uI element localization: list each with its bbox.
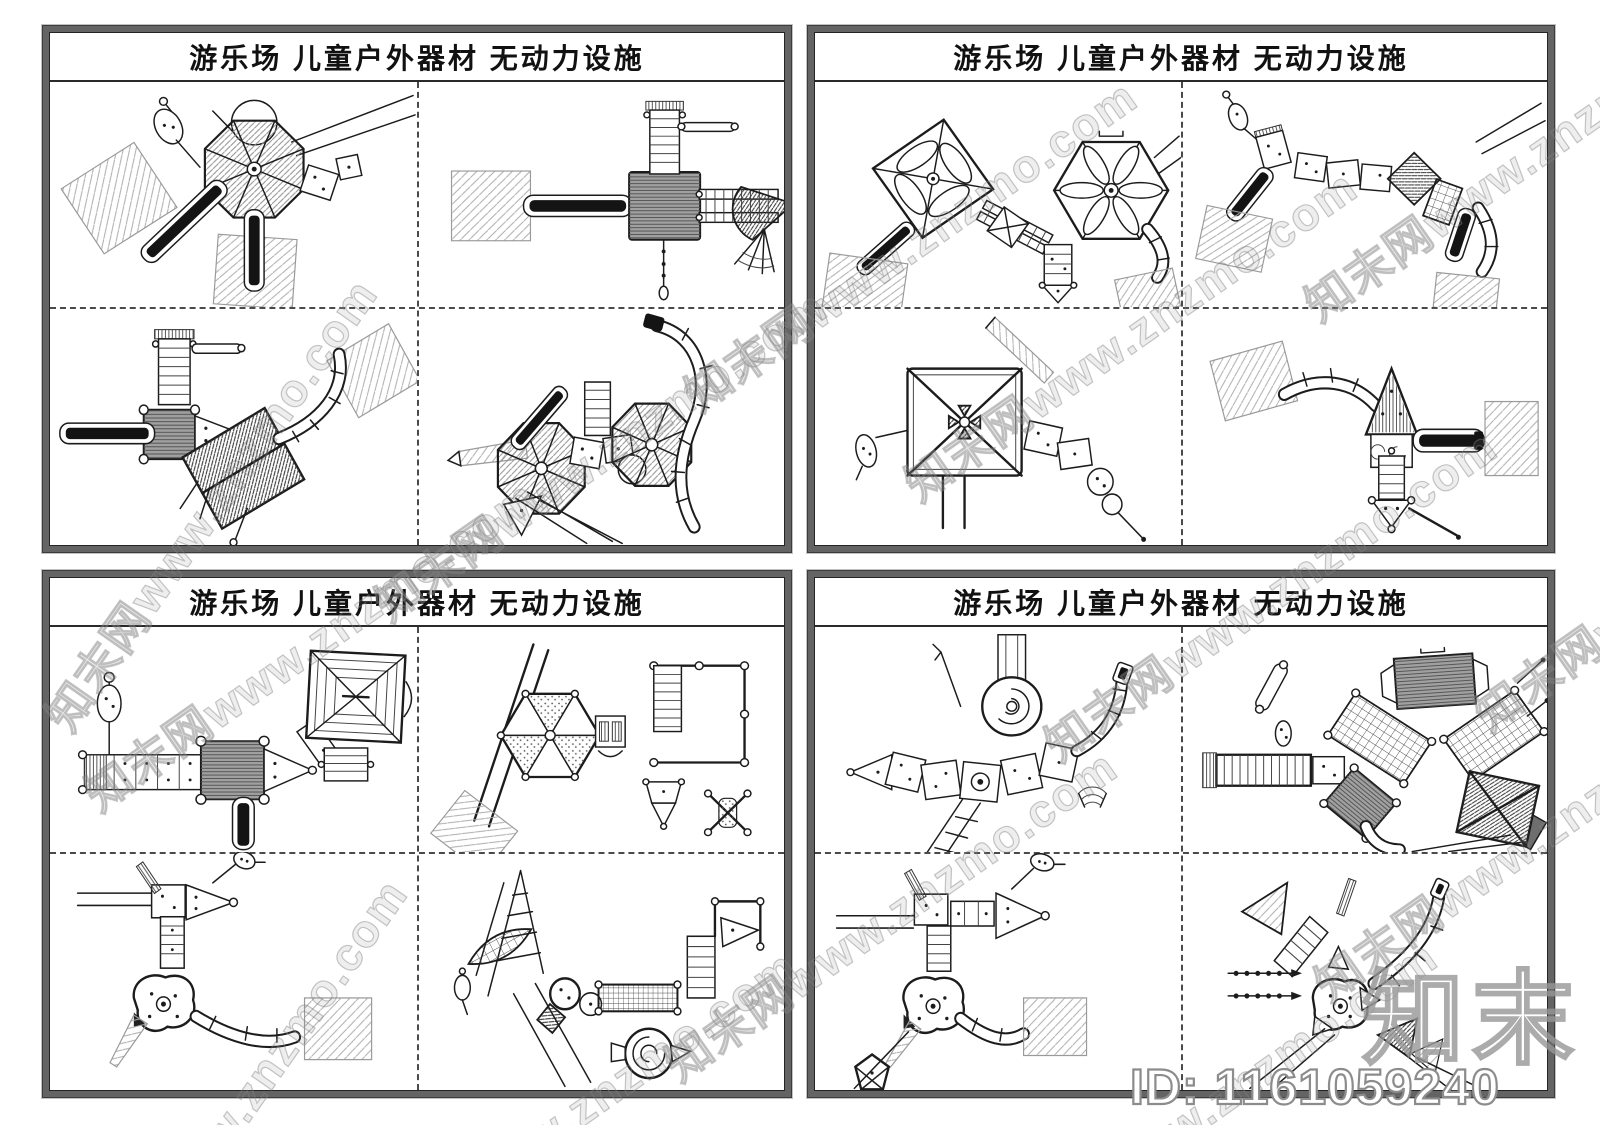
drawing-area: [815, 627, 1547, 1090]
panel-top-right: 游乐场 儿童户外器材 无动力设施: [807, 25, 1555, 553]
drawing-area: [50, 82, 784, 545]
equipment-drawing-deck-tower-pyramid-roof: [59, 322, 417, 545]
equipment-drawing-nautilus-spiral-panels: [846, 634, 1134, 852]
panel-frame: 游乐场 儿童户外器材 无动力设施: [49, 577, 785, 1091]
dashed-divider-vertical: [417, 82, 419, 545]
panel-title: 游乐场 儿童户外器材 无动力设施: [50, 33, 784, 82]
equipment-drawing-arrow-tower-pentagon-pod: [835, 852, 1088, 1090]
dashed-divider-vertical: [1181, 82, 1183, 545]
equipment-drawing-deck-walkway-concentric-roof: [77, 649, 413, 851]
panel-frame: 游乐场 儿童户外器材 无动力设施: [49, 32, 785, 546]
equipment-drawing-arrow-tower-tube-to-mat: [76, 851, 373, 1068]
panel-title: 游乐场 儿童户外器材 无动力设施: [815, 578, 1547, 627]
equipment-drawing-net-mast-spiral-slide: [453, 869, 765, 1087]
dashed-divider-horizontal: [815, 851, 1547, 854]
dashed-divider-horizontal: [50, 851, 784, 854]
equipment-drawing-xbrace-shade-sail: [855, 315, 1147, 542]
panel-bottom-left: 游乐场 儿童户外器材 无动力设施: [42, 570, 792, 1098]
dashed-divider-horizontal: [815, 306, 1547, 309]
equipment-drawing-hexagon-pavilion-frame: [429, 643, 752, 852]
panel-frame: 游乐场 儿童户外器材 无动力设施: [814, 577, 1548, 1091]
equipment-drawing-cross-arrow-tube-slide: [1227, 877, 1477, 1090]
dashed-divider-horizontal: [50, 306, 784, 309]
panel-title: 游乐场 儿童户外器材 无动力设施: [50, 578, 784, 627]
panel-bottom-right: 游乐场 儿童户外器材 无动力设施: [807, 570, 1555, 1098]
panel-title: 游乐场 儿童户外器材 无动力设施: [815, 33, 1547, 82]
equipment-drawing-horseshoe-net-climber: [1202, 646, 1547, 852]
equipment-drawing-slide-tower-monkey-bars: [450, 100, 784, 301]
dashed-divider-vertical: [417, 627, 419, 1090]
equipment-drawing-cone-tower-tube-slide: [1209, 339, 1539, 540]
dashed-divider-vertical: [1181, 627, 1183, 1090]
image-id-label: ID: 1161059240: [1129, 1058, 1500, 1116]
brand-watermark: 知末: [1361, 962, 1582, 1079]
equipment-drawing-octagon-canopy-tower: [60, 94, 416, 307]
drawing-area: [50, 627, 784, 1090]
drawing-area: [815, 82, 1547, 545]
equipment-drawing-petal-shade-canopies: [819, 118, 1181, 307]
equipment-drawing-twin-canopies-tube-slide: [446, 313, 713, 544]
equipment-drawing-corner-deck-twin-slides: [1194, 90, 1546, 307]
panel-top-left: 游乐场 儿童户外器材 无动力设施: [42, 25, 792, 553]
panel-frame: 游乐场 儿童户外器材 无动力设施: [814, 32, 1548, 546]
